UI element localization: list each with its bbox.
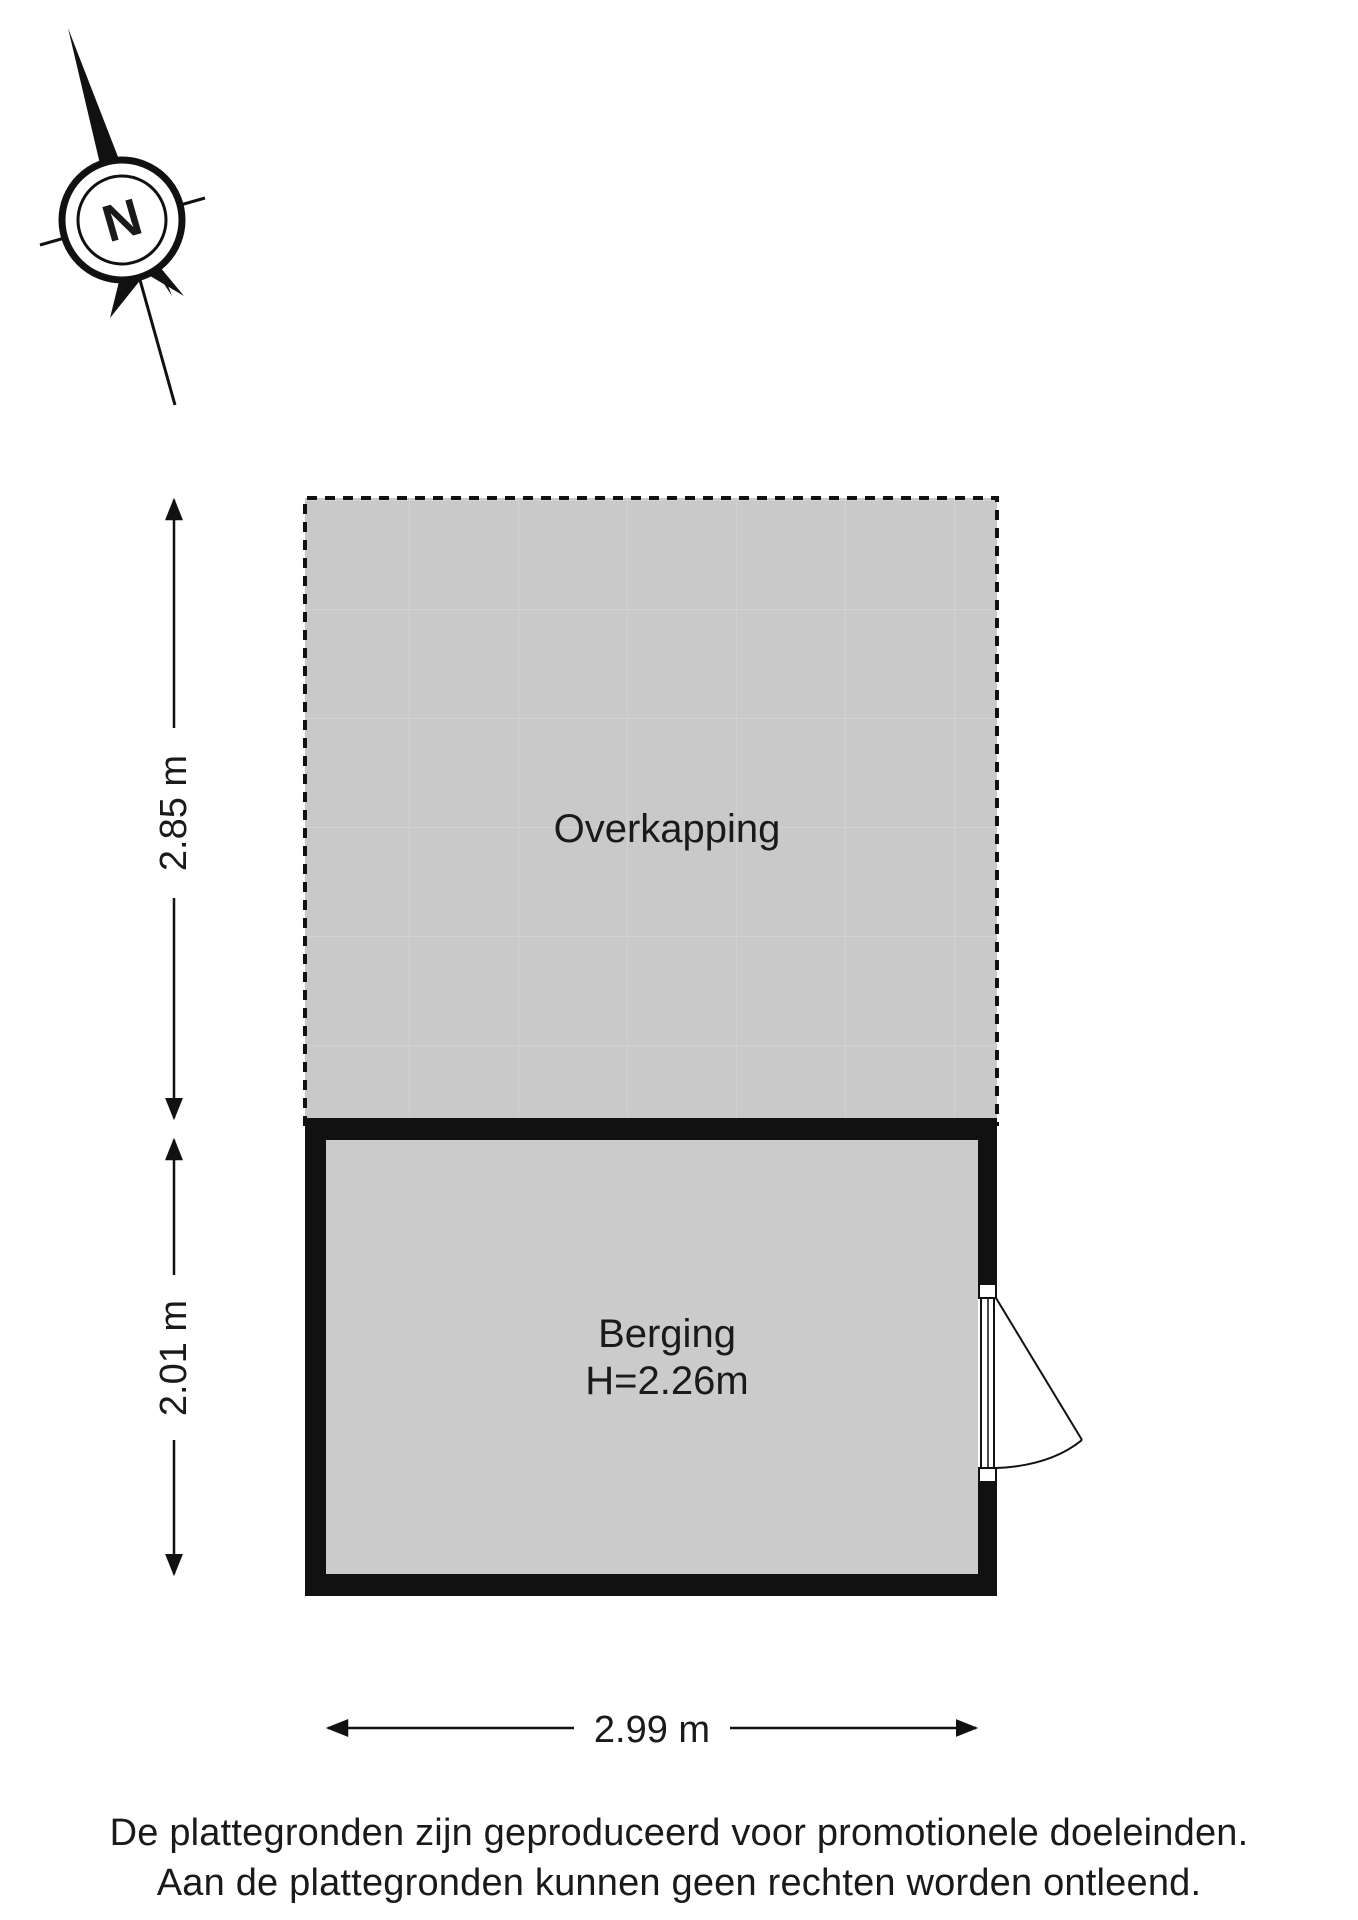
room-berging: Berging H=2.26m [305,1118,1083,1596]
north-arrow-icon: N [39,28,206,406]
compass-needle-south [138,279,177,406]
room-overkapping: Overkapping [303,496,999,1126]
berging-label: Berging [598,1312,736,1356]
dimension-width: 2.99 m [325,1709,979,1751]
wall-top [305,1118,997,1140]
overkapping-outline [303,496,999,1126]
wall-left [305,1118,326,1596]
berging-floor [326,1140,978,1574]
compass-ring-inner [76,174,168,266]
overkapping-floor [305,498,997,1126]
disclaimer-line-1: De plattegronden zijn geproduceerd voor … [109,1812,1249,1854]
dimension-label: 2.85 m [153,755,195,871]
overkapping-label: Overkapping [554,807,781,851]
berging-height-label: H=2.26m [585,1359,748,1403]
dimension-berging-depth: 2.01 m [153,1137,195,1577]
wall-bottom [305,1574,997,1596]
dimension-label: 2.99 m [594,1709,710,1751]
dimension-overkapping-depth: 2.85 m [153,497,195,1121]
wall-right-upper [978,1118,997,1284]
dimension-label: 2.01 m [153,1300,195,1416]
disclaimer-line-2: Aan de plattegronden kunnen geen rechten… [156,1862,1202,1904]
door-icon [978,1283,1083,1483]
wall-right-lower [978,1482,997,1596]
